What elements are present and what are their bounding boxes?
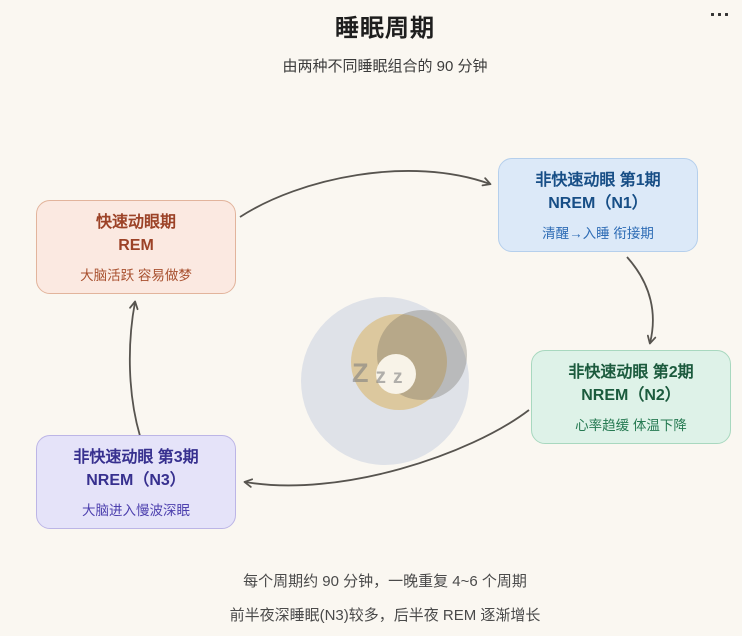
arrow-n1-to-n2 — [626, 256, 657, 345]
stage-note: 大脑进入慢波深眠 — [82, 502, 190, 518]
stage-card-nrem-n3[interactable]: 非快速动眼 第3期 NREM（N3） 大脑进入慢波深眠 — [36, 435, 236, 529]
moon-small-circle — [376, 354, 416, 394]
stage-card-rem[interactable]: 快速动眼期 REM 大脑活跃 容易做梦 — [36, 200, 236, 294]
stage-code: NREM（N1） — [548, 194, 648, 212]
stage-note: 大脑活跃 容易做梦 — [80, 267, 192, 283]
ellipsis-icon[interactable] — [706, 6, 732, 22]
diagram-header: 睡眠周期 由两种不同睡眠组合的 90 分钟 — [28, 8, 742, 76]
page-title: 睡眠周期 — [335, 15, 435, 42]
stage-name: 非快速动眼 第1期 — [535, 171, 661, 189]
stage-name: 非快速动眼 第3期 — [73, 448, 199, 466]
stage-code: NREM（N3） — [86, 471, 186, 489]
stage-note: 清醒→入睡 衔接期 — [542, 225, 654, 241]
stage-code: NREM（N2） — [581, 386, 681, 404]
footer-line-2: 前半夜深睡眠(N3)较多，后半夜 REM 逐渐增长 — [229, 607, 541, 624]
stage-card-nrem-n2[interactable]: 非快速动眼 第2期 NREM（N2） 心率趋缓 体温下降 — [531, 350, 731, 444]
arrow-n3-to-rem — [128, 300, 141, 437]
zzz-sleep-icon: Z z z — [352, 358, 403, 388]
arrow-rem-to-n1 — [239, 170, 492, 218]
page-subtitle: 由两种不同睡眠组合的 90 分钟 — [282, 58, 488, 75]
stage-name: 非快速动眼 第2期 — [568, 363, 694, 381]
footer-caption: 每个周期约 90 分钟，一晚重复 4~6 个周期 前半夜深睡眠(N3)较多，后半… — [28, 570, 742, 625]
stage-card-nrem-n1[interactable]: 非快速动眼 第1期 NREM（N1） 清醒→入睡 衔接期 — [498, 158, 698, 252]
footer-line-1: 每个周期约 90 分钟，一晚重复 4~6 个周期 — [243, 573, 527, 590]
stage-name: 快速动眼期 — [95, 213, 176, 231]
stage-note: 心率趋缓 体温下降 — [575, 417, 687, 433]
stage-code: REM — [118, 236, 154, 254]
